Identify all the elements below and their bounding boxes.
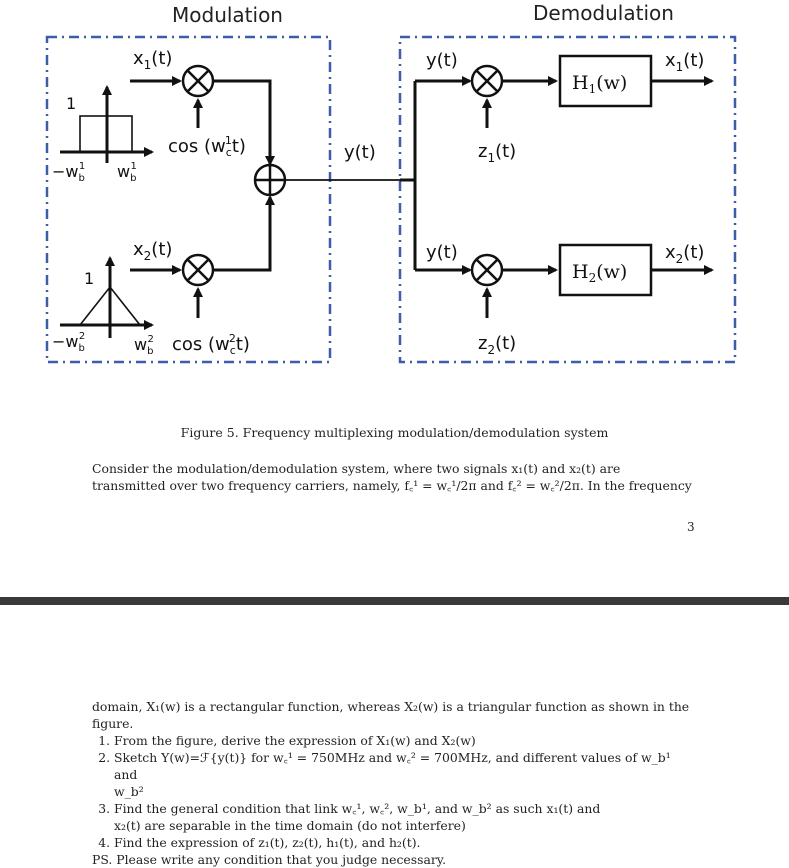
y-top-label: y(t) [426, 50, 458, 71]
tri-pos-label: wb2 [134, 334, 154, 357]
y-bot-label: y(t) [426, 242, 458, 263]
tri-spectrum [78, 285, 142, 326]
figure-caption: Figure 5. Frequency multiplexing modulat… [180, 425, 609, 440]
filter-h2 [558, 243, 653, 297]
carrier2-label: cos (wc2t) [172, 332, 250, 357]
intro-paragraph: Consider the modulation/demodulation sys… [92, 460, 697, 494]
question-block: domain, X₁(w) is a rectangular function,… [92, 698, 697, 868]
mixer-top-right [470, 64, 504, 98]
question-4: Find the expression of z₁(t), z₂(t), h₁(… [114, 834, 697, 851]
page-two: domain, X₁(w) is a rectangular function,… [0, 605, 789, 867]
rect-neg-label: −wb1 [52, 161, 85, 184]
filter-h1 [558, 54, 653, 108]
ps-note: PS. Please write any condition that you … [92, 852, 447, 867]
carrier1-label: cos (wc1t) [168, 134, 246, 159]
rect-pos-label: wb1 [117, 161, 137, 184]
rect-height-label: 1 [66, 94, 76, 113]
intro-line-1: Consider the modulation/demodulation sys… [92, 461, 621, 476]
question-2: Sketch Y(w)=ℱ{y(t)} for w꜀¹ = 750MHz and… [114, 749, 697, 800]
page-divider [0, 597, 789, 605]
modulation-frame [45, 35, 332, 364]
x2-label: x2(t) [133, 239, 172, 263]
modulation-title: Modulation [172, 3, 283, 27]
page-number: 3 [687, 520, 695, 534]
x1-label: x1(t) [133, 48, 172, 72]
z2-label: z2(t) [478, 333, 516, 357]
system-diagram: Modulation Demodulation 1 −wb1 wb1 x1(t)… [45, 1, 737, 364]
h1-label: H1(w) [572, 72, 627, 96]
intro-line-2: transmitted over two frequency carriers,… [92, 478, 692, 493]
rect-spectrum [79, 115, 133, 153]
domain-line-2: figure. [92, 716, 134, 731]
mixer-bottom-right [470, 253, 504, 287]
mixer2-to-adder [213, 195, 275, 272]
tri-height-label: 1 [84, 269, 94, 288]
domain-line-1: domain, X₁(w) is a rectangular function,… [92, 699, 690, 714]
question-1: From the figure, derive the expression o… [114, 732, 697, 749]
question-3: Find the general condition that link w꜀¹… [114, 800, 697, 834]
out2-label: x2(t) [665, 242, 704, 266]
adder [253, 163, 287, 197]
tri-neg-label: −wb2 [52, 331, 85, 354]
page-one: Modulation Demodulation 1 −wb1 wb1 x1(t)… [45, 1, 737, 534]
z1-label: z1(t) [478, 141, 516, 165]
h2-label: H2(w) [572, 261, 627, 285]
demodulation-title: Demodulation [533, 1, 674, 25]
y-mid-label: y(t) [344, 142, 376, 163]
mixer-top-left [181, 64, 215, 98]
mixer1-to-adder [213, 79, 275, 166]
out1-label: x1(t) [665, 50, 704, 74]
mixer-bottom-left [181, 253, 215, 287]
